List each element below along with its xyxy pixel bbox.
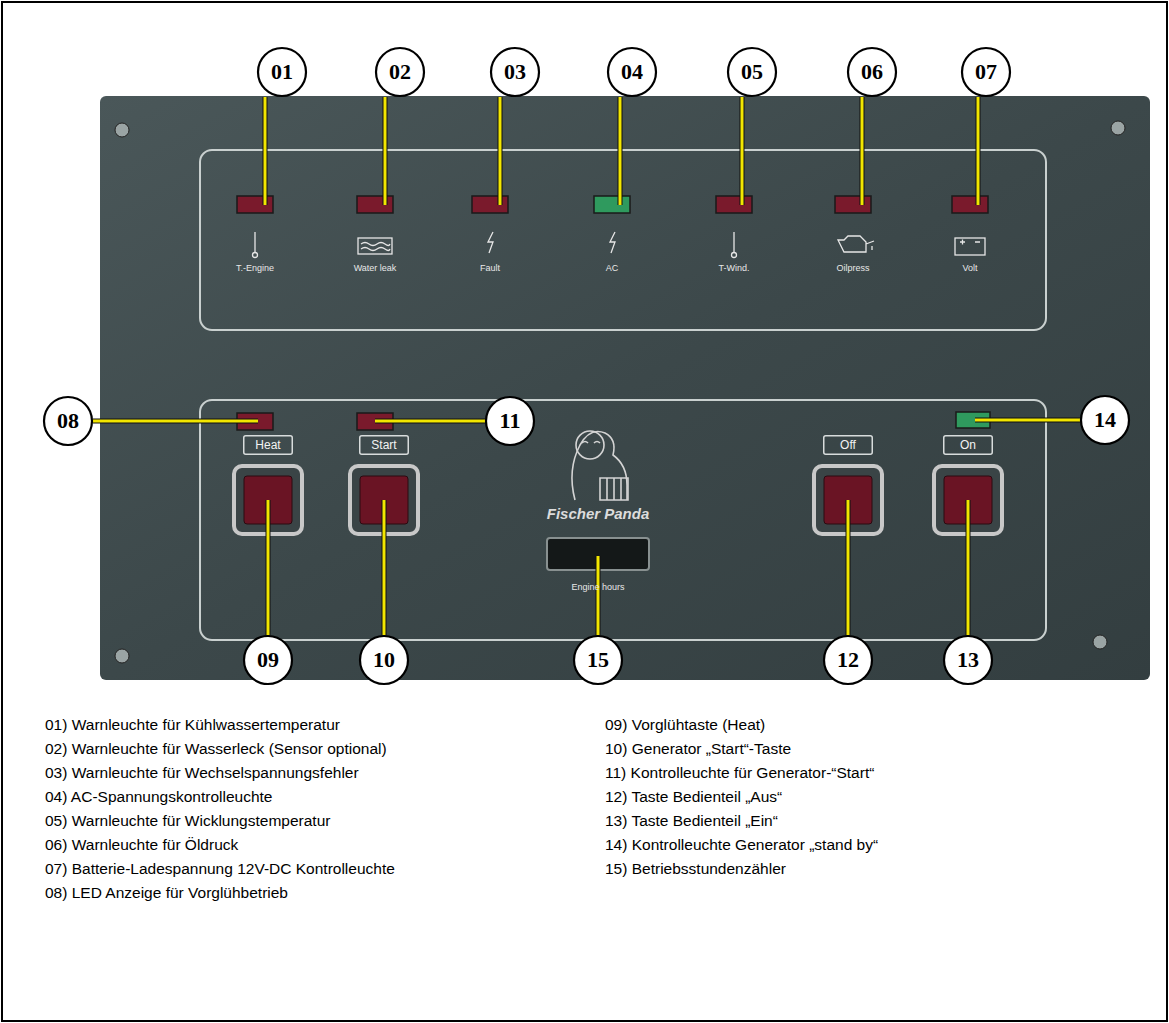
legend-text: 02) Warnleuchte für Wasserleck (Sensor o… <box>45 740 387 758</box>
callout-circle: 09 <box>243 635 293 685</box>
legend-text: 09) Vorglühtaste (Heat) <box>605 716 765 734</box>
symbols <box>253 232 986 258</box>
legend-text: 13) Taste Bedienteil „Ein“ <box>605 812 778 830</box>
callout-circle: 03 <box>490 47 540 97</box>
legend-text: 03) Warnleuchte für Wechselspannungsfehl… <box>45 764 359 782</box>
panel-label: Oilpress <box>836 263 869 273</box>
callout-number: 09 <box>257 647 279 673</box>
callout-number: 12 <box>837 647 859 673</box>
legend-text: 11) Kontrolleuchte für Generator-“Start“ <box>605 764 874 782</box>
leader-lines <box>93 97 1080 635</box>
callout-number: 06 <box>861 59 883 85</box>
panel-label: AC <box>606 263 619 273</box>
panel-label: T.-Engine <box>236 263 274 273</box>
callout-circle: 08 <box>43 396 93 446</box>
callout-circle: 12 <box>823 635 873 685</box>
callout-circle: 01 <box>257 47 307 97</box>
callout-number: 05 <box>741 59 763 85</box>
legend-text: 01) Warnleuchte für Kühlwassertemperatur <box>45 716 340 734</box>
legend-text: 08) LED Anzeige für Vorglühbetrieb <box>45 884 288 902</box>
callout-number: 08 <box>57 408 79 434</box>
callout-number: 01 <box>271 59 293 85</box>
callout-number: 02 <box>389 59 411 85</box>
legend-text: 12) Taste Bedienteil „Aus“ <box>605 788 782 806</box>
panel-label: Fault <box>480 263 500 273</box>
callout-circle: 02 <box>375 47 425 97</box>
callout-number: 10 <box>373 647 395 673</box>
button-label: Heat <box>255 438 280 452</box>
leds <box>237 196 990 430</box>
button-label: Start <box>371 438 396 452</box>
panel-label: Water leak <box>354 263 397 273</box>
callout-number: 03 <box>504 59 526 85</box>
callout-circle: 14 <box>1080 395 1130 445</box>
callout-number: 11 <box>500 408 521 434</box>
panel-label: Volt <box>962 263 977 273</box>
callout-circle: 07 <box>961 47 1011 97</box>
lower-field <box>200 400 1046 640</box>
panda-logo <box>572 431 628 500</box>
callout-circle: 05 <box>727 47 777 97</box>
button-label: On <box>960 438 976 452</box>
legend-text: 07) Batterie-Ladespannung 12V-DC Kontrol… <box>45 860 395 878</box>
callout-circle: 11 <box>485 396 535 446</box>
callout-number: 15 <box>587 647 609 673</box>
button-label: Off <box>840 438 856 452</box>
button-label-box: Heat <box>243 435 293 455</box>
control-panel <box>100 96 1150 680</box>
display-caption: Engine hours <box>571 582 624 592</box>
legend-text: 10) Generator „Start“-Taste <box>605 740 791 758</box>
button-label-box: Start <box>359 435 409 455</box>
callout-number: 13 <box>957 647 979 673</box>
callout-circle: 04 <box>607 47 657 97</box>
legend-text: 04) AC-Spannungskontrolleuchte <box>45 788 272 806</box>
callout-number: 07 <box>975 59 997 85</box>
legend-text: 14) Kontrolleuchte Generator „stand by“ <box>605 836 878 854</box>
legend-text: 05) Warnleuchte für Wicklungstemperatur <box>45 812 330 830</box>
callout-circle: 06 <box>847 47 897 97</box>
button-label-box: Off <box>823 435 873 455</box>
legend-text: 06) Warnleuchte für Öldruck <box>45 836 238 854</box>
callout-number: 04 <box>621 59 643 85</box>
callout-circle: 15 <box>573 635 623 685</box>
callout-circle: 13 <box>943 635 993 685</box>
brand-name: Fischer Panda <box>547 505 650 522</box>
upper-field <box>200 150 1046 330</box>
push-buttons <box>234 466 1002 534</box>
panel-label: T-Wind. <box>718 263 749 273</box>
legend-text: 15) Betriebsstundenzähler <box>605 860 786 878</box>
button-label-box: On <box>943 435 993 455</box>
callout-circle: 10 <box>359 635 409 685</box>
callout-number: 14 <box>1094 407 1116 433</box>
